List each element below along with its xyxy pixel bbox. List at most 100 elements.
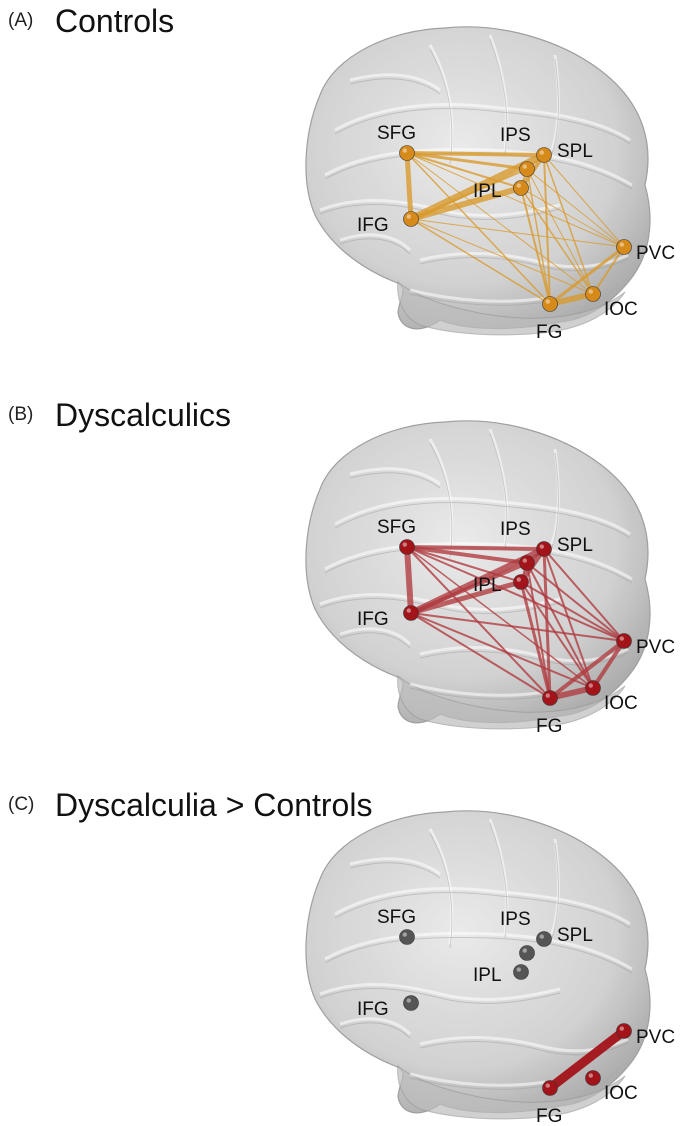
gyrus-line bbox=[428, 828, 454, 945]
nodes bbox=[399, 929, 632, 1096]
gyrus-line bbox=[550, 54, 560, 151]
node-highlight bbox=[522, 948, 527, 953]
node-label-fg: FG bbox=[536, 1106, 562, 1126]
node-highlight bbox=[588, 1073, 593, 1078]
edge-fg-pvc bbox=[548, 245, 626, 306]
brain-outline bbox=[305, 420, 651, 730]
edge-sfg-ifg bbox=[404, 544, 414, 616]
gyrus-line bbox=[334, 102, 631, 142]
node-label-ioc: IOC bbox=[604, 299, 638, 320]
gyrus-line bbox=[324, 541, 633, 581]
node-label-sfg: SFG bbox=[377, 517, 416, 538]
edge-ips-fg bbox=[526, 168, 551, 305]
node-label-ips: IPS bbox=[500, 909, 531, 930]
panel-title: Controls bbox=[55, 3, 175, 39]
nodes bbox=[399, 145, 632, 312]
sulcus-line bbox=[489, 432, 508, 549]
gyrus-line bbox=[339, 1017, 412, 1036]
edge-sfg-ipl bbox=[406, 152, 522, 189]
node-pvc bbox=[616, 633, 632, 649]
gyrus-line bbox=[324, 147, 633, 187]
node-highlight bbox=[539, 150, 544, 155]
node-label-ioc: IOC bbox=[604, 1083, 638, 1104]
gyrus-line bbox=[339, 627, 412, 646]
node-fg bbox=[542, 1080, 558, 1096]
node-label-sfg: SFG bbox=[377, 123, 416, 144]
node-label-ifg: IFG bbox=[357, 999, 389, 1020]
node-highlight bbox=[402, 148, 407, 153]
node-label-fg: FG bbox=[536, 716, 562, 737]
panel-letter: (C) bbox=[8, 794, 35, 815]
node-highlight bbox=[402, 932, 407, 937]
edge-ips-ioc bbox=[526, 168, 594, 295]
edges bbox=[404, 544, 626, 701]
edge-sfg-ips bbox=[405, 545, 529, 565]
gyrus-line bbox=[324, 931, 633, 971]
node-ips bbox=[519, 555, 535, 571]
sulcus-line bbox=[349, 78, 441, 95]
node-label-ips: IPS bbox=[500, 125, 531, 146]
sulcus-line bbox=[339, 238, 411, 255]
edge-ifg-pvc bbox=[410, 218, 625, 248]
edge-ifg-fg bbox=[410, 218, 551, 305]
sulcus-line bbox=[409, 293, 546, 306]
edge-ipl-ioc bbox=[520, 187, 594, 295]
node-highlight bbox=[516, 183, 521, 188]
sulcus-line bbox=[489, 822, 508, 939]
node-highlight bbox=[406, 608, 411, 613]
gyrus-line bbox=[488, 818, 509, 935]
node-highlight bbox=[619, 1026, 624, 1031]
edge-ipl-pvc bbox=[520, 187, 625, 248]
edge-spl-fg bbox=[543, 154, 551, 305]
node-ips bbox=[519, 161, 535, 177]
node-ioc bbox=[585, 680, 601, 696]
edge-ips-fg bbox=[526, 562, 551, 699]
edge-ifg-fg bbox=[410, 612, 551, 699]
gyrus-line bbox=[319, 983, 561, 1001]
node-label-ips: IPS bbox=[500, 519, 531, 540]
node-highlight bbox=[619, 636, 624, 641]
node-label-pvc: PVC bbox=[636, 637, 675, 658]
sulcus-line bbox=[489, 38, 508, 155]
edge-sfg-spl bbox=[405, 151, 546, 157]
panel-title: Dyscalculics bbox=[55, 397, 232, 433]
node-label-ifg: IFG bbox=[357, 215, 389, 236]
node-label-ipl: IPL bbox=[473, 181, 502, 202]
node-highlight bbox=[406, 998, 411, 1003]
gyrus-line bbox=[550, 448, 560, 545]
node-highlight bbox=[402, 542, 407, 547]
edge-sfg-ioc bbox=[406, 152, 594, 295]
edge-ips-pvc bbox=[526, 168, 625, 248]
gyrus-line bbox=[550, 838, 560, 935]
gyrus-line bbox=[488, 428, 509, 545]
node-highlight bbox=[522, 558, 527, 563]
node-highlight bbox=[545, 693, 550, 698]
gyrus-line bbox=[349, 73, 441, 92]
sulcus-line bbox=[319, 598, 561, 614]
panel-title: Dyscalculia > Controls bbox=[55, 787, 373, 823]
node-fg bbox=[542, 296, 558, 312]
edge-ips-pvc bbox=[526, 562, 625, 642]
edge-fg-pvc bbox=[548, 639, 626, 700]
node-sfg bbox=[399, 539, 415, 555]
gyrus-line bbox=[349, 467, 441, 486]
edge-ifg-ipl bbox=[408, 579, 524, 616]
sulcus-line bbox=[409, 1077, 546, 1090]
sulcus-line bbox=[339, 632, 411, 649]
node-highlight bbox=[539, 544, 544, 549]
node-pvc bbox=[616, 239, 632, 255]
edge-spl-pvc bbox=[543, 154, 625, 248]
node-highlight bbox=[516, 967, 521, 972]
node-highlight bbox=[588, 289, 593, 294]
edge-spl-fg bbox=[542, 547, 552, 700]
edge-ioc-pvc bbox=[591, 639, 626, 690]
sulcus-line bbox=[334, 891, 631, 929]
gyrus-line bbox=[409, 288, 546, 303]
node-ipl bbox=[513, 574, 529, 590]
sulcus-line bbox=[334, 107, 631, 145]
